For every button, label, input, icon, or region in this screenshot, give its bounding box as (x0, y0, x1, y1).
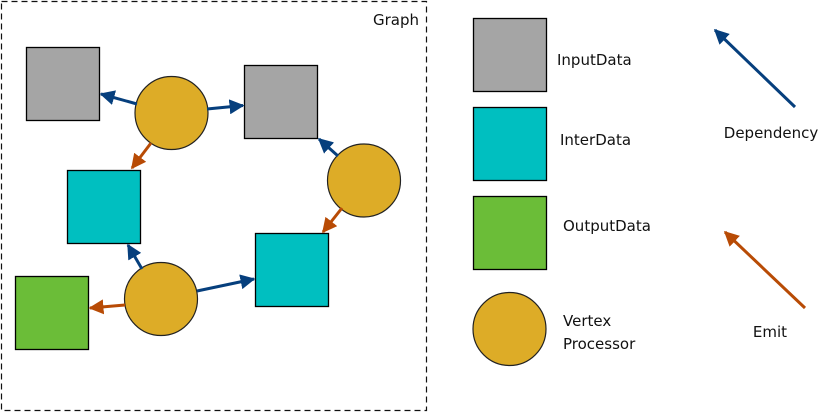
vertex-processor-swatch (472, 291, 547, 367)
dependency-arrow-icon (713, 28, 797, 109)
dependency-edge (126, 243, 144, 270)
legend-label-vertex-line1: Vertex (563, 312, 611, 330)
emit-edge (88, 299, 126, 315)
dependency-edge (99, 90, 138, 106)
emit-edge (321, 207, 344, 234)
legend-item-inter-data: InterData (472, 106, 631, 182)
legend-label-inter-data: InterData (560, 131, 631, 149)
inter-data-node (254, 232, 330, 308)
emit-arrow-icon (723, 230, 807, 310)
legend-item-output-data: OutputData (472, 195, 651, 271)
input-data-swatch (472, 17, 548, 93)
legend: InputData InterData OutputData Vertex Pr… (472, 17, 819, 367)
legend-label-input-data: InputData (557, 51, 632, 69)
graph-container: Graph (0, 0, 428, 412)
output-data-node (14, 275, 90, 351)
legend-item-vertex-processor: Vertex Processor (472, 291, 636, 367)
input-data-node (243, 64, 319, 140)
legend-label-dependency: Dependency (724, 124, 819, 142)
dependency-edge (196, 274, 256, 293)
legend-item-dependency: Dependency (713, 28, 819, 142)
vertex-processor-node (123, 261, 199, 337)
dependency-edge (206, 99, 245, 115)
legend-item-emit: Emit (723, 230, 807, 341)
vertex-processor-node (134, 75, 209, 151)
inter-data-node (66, 169, 142, 245)
emit-edge (130, 142, 153, 170)
input-data-node (25, 46, 101, 122)
legend-label-output-data: OutputData (563, 217, 651, 235)
legend-item-input-data: InputData (472, 17, 632, 93)
inter-data-swatch (472, 106, 548, 182)
graph-title: Graph (373, 11, 419, 29)
graph-border (0, 0, 428, 412)
legend-label-emit: Emit (753, 323, 787, 341)
vertex-processor-node (326, 143, 402, 218)
dependency-edge (317, 137, 340, 158)
output-data-swatch (472, 195, 548, 271)
legend-label-vertex-line2: Processor (563, 335, 636, 353)
